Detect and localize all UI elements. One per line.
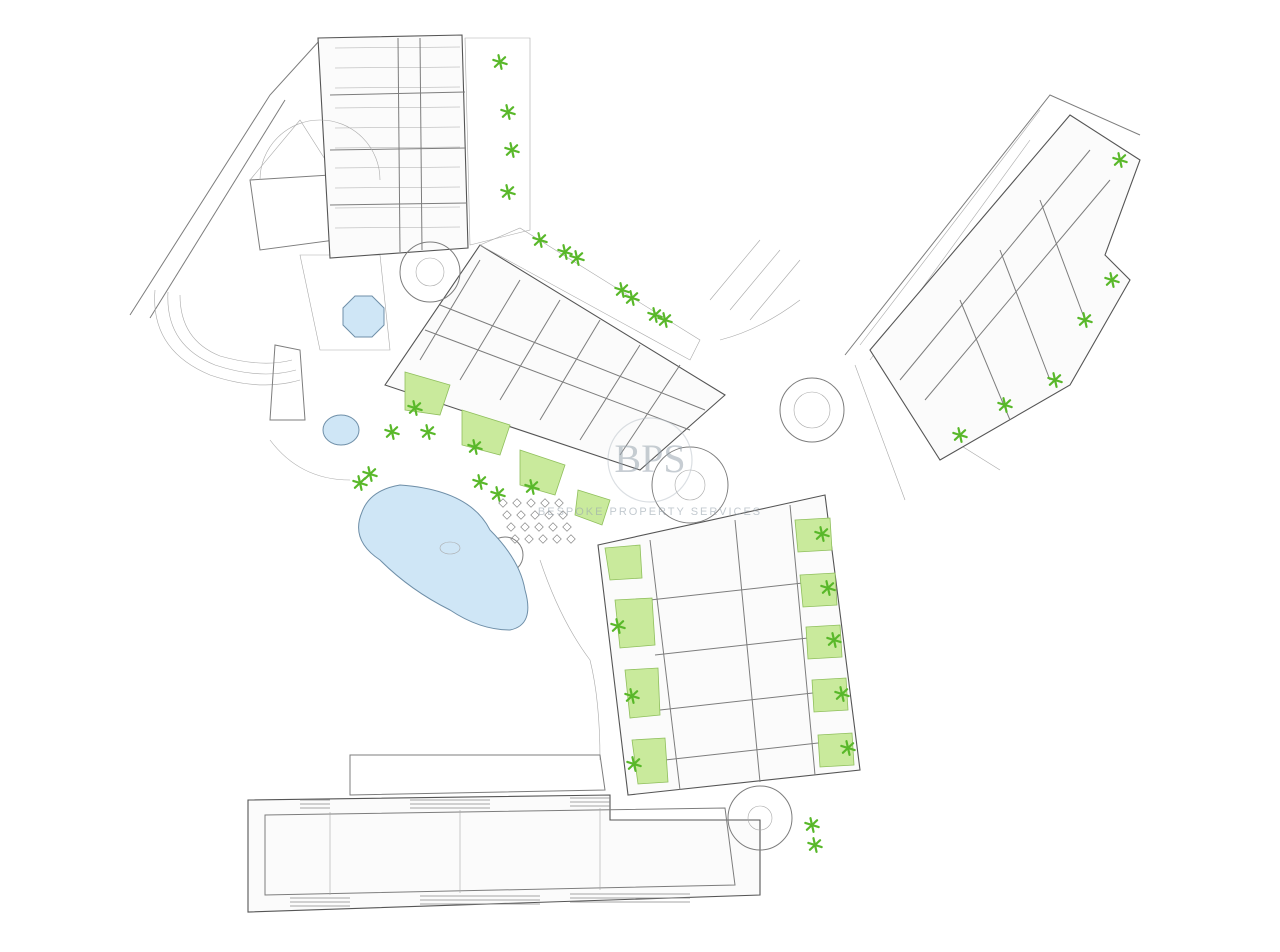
terrace-table [502, 510, 512, 520]
palm-tree [420, 424, 436, 440]
palm-tree [384, 424, 400, 440]
palm-tree [624, 688, 640, 704]
terrace-table [524, 534, 534, 544]
palm-tree [840, 740, 856, 756]
palm-trees [352, 54, 1128, 853]
palm-tree [834, 686, 850, 702]
octagon-pool [342, 295, 385, 338]
partition-line [334, 126, 461, 129]
partition-line [334, 66, 461, 69]
partition-line [334, 226, 461, 229]
palm-tree [997, 397, 1013, 413]
terrace-tables [498, 498, 576, 544]
palm-tree [467, 439, 483, 455]
terrace-table [530, 510, 540, 520]
partition-line [334, 46, 461, 49]
palm-tree [362, 466, 378, 482]
building-d [597, 494, 861, 796]
terrace-table [534, 522, 544, 532]
palm-tree [820, 580, 836, 596]
building-a [317, 34, 531, 259]
terrace-table [558, 510, 568, 520]
partition-line [334, 206, 461, 209]
small-round-pool [322, 414, 360, 446]
partition-line [334, 106, 461, 109]
palm-tree [1077, 312, 1093, 328]
palm-tree [504, 142, 520, 158]
palm-tree [610, 618, 626, 634]
palm-tree [626, 756, 642, 772]
terrace-table [516, 510, 526, 520]
palm-tree [657, 312, 673, 328]
palm-tree [492, 54, 508, 70]
terrace-table [526, 498, 536, 508]
palm-tree [624, 290, 640, 306]
palm-tree [647, 307, 663, 323]
palm-tree [614, 282, 630, 298]
terrace-table [554, 498, 564, 508]
terrace-table [512, 498, 522, 508]
terrace-table [520, 522, 530, 532]
watermark-monogram: BPS [614, 436, 685, 481]
terrace-table [538, 534, 548, 544]
terrace-table [506, 522, 516, 532]
partition-line [334, 146, 461, 149]
partition-line [334, 186, 461, 189]
terrace-table [510, 534, 520, 544]
terrace-table [552, 534, 562, 544]
palm-tree [1112, 152, 1128, 168]
palm-tree [1047, 372, 1063, 388]
building-b [384, 227, 726, 471]
watermark-tagline: BESPOKE PROPERTY SERVICES [538, 506, 762, 518]
gardens [404, 371, 855, 785]
watermark: BPS BESPOKE PROPERTY SERVICES [538, 417, 762, 518]
terrace-table [544, 510, 554, 520]
terrace-table [548, 522, 558, 532]
terrace-table [498, 498, 508, 508]
palm-tree [814, 526, 830, 542]
palm-tree [804, 817, 820, 833]
palm-tree [826, 632, 842, 648]
partition-line [334, 86, 461, 89]
palm-tree [952, 427, 968, 443]
pools [322, 295, 529, 631]
main-pool [358, 484, 529, 631]
palm-tree [500, 104, 516, 120]
palm-tree [807, 837, 823, 853]
terrace-table [540, 498, 550, 508]
palm-tree [500, 184, 516, 200]
palm-tree [407, 400, 423, 416]
terrace-table [566, 534, 576, 544]
palm-tree [532, 232, 548, 248]
palm-tree [490, 486, 506, 502]
partition-line [334, 166, 461, 169]
terrace-table [562, 522, 572, 532]
palm-tree [472, 474, 488, 490]
building-c [869, 114, 1141, 461]
palm-tree [524, 479, 540, 495]
palm-tree [557, 244, 573, 260]
palm-tree [569, 250, 585, 266]
palm-tree [1104, 272, 1120, 288]
building-e [247, 754, 761, 913]
